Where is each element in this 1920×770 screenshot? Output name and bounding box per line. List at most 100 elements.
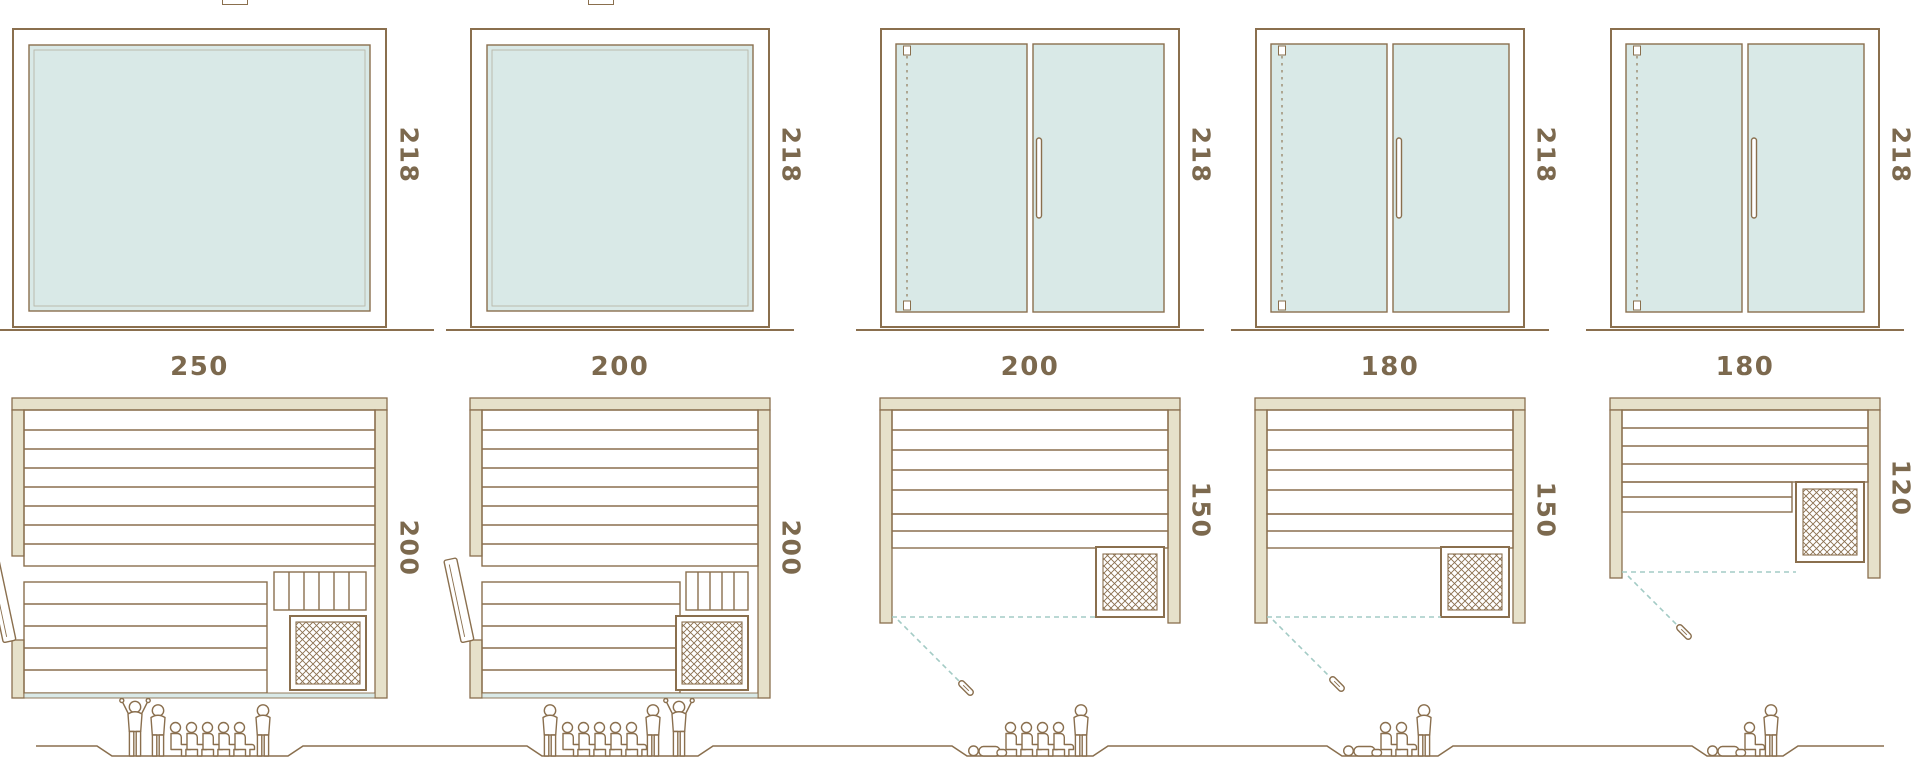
width-dimension-label: 180: [1360, 352, 1420, 382]
upper-bench: [1621, 409, 1869, 483]
person-icon-reclining: [968, 745, 1008, 757]
depth-dimension-label: 200: [394, 519, 424, 577]
glass-panel: [486, 44, 754, 312]
door-handle-glyph: [1676, 624, 1692, 640]
heater: [1440, 546, 1510, 618]
person-icon-arms-up: [119, 697, 151, 757]
person-icon-standing: [150, 704, 166, 757]
lower-bench: [481, 581, 681, 694]
door-glass-right: [1747, 43, 1865, 313]
front-elevation-double-door: [880, 28, 1180, 328]
heater: [289, 615, 367, 691]
open-side-door: [443, 557, 475, 644]
person-icon-reclining: [1706, 745, 1747, 757]
floor-line: [0, 329, 434, 331]
capacity-strip: [36, 697, 1884, 757]
door-handle-glyph: [1329, 676, 1345, 692]
person-icon-sitting: [233, 721, 256, 757]
plan-walls: [1609, 397, 1881, 579]
person-icon-standing: [1763, 704, 1779, 757]
person-icon-sitting: [1052, 721, 1075, 757]
person-icon-standing: [645, 704, 661, 757]
floor-plan: [0, 397, 388, 699]
person-icon-reclining: [1342, 745, 1383, 757]
door-handle-icon: [1035, 137, 1043, 219]
door-glass-left: [1270, 43, 1388, 313]
person-icon-standing: [542, 704, 558, 757]
door-handle-icon: [1395, 137, 1403, 219]
ground-line: [36, 745, 1884, 757]
person-icon-standing: [1073, 704, 1089, 757]
floor-plan: [443, 397, 771, 699]
front-elevation-fixed-glass: [470, 28, 770, 328]
heater: [675, 615, 749, 691]
width-dimension-label: 180: [1715, 352, 1775, 382]
capacity-group-4: [1342, 704, 1432, 757]
person-icon-sitting: [625, 721, 648, 757]
person-icon-sitting: [1395, 721, 1418, 757]
floor-plan: [1609, 397, 1881, 640]
front-elevation-double-door: [1610, 28, 1880, 328]
door-swing-dash: [897, 619, 963, 685]
upper-bench: [481, 409, 759, 567]
slat-bench: [685, 571, 749, 611]
capacity-group-3: [968, 704, 1089, 757]
hinge-icon: [1278, 300, 1286, 311]
hinge-icon: [1633, 300, 1641, 311]
glass-panel: [28, 44, 371, 312]
step-bench: [1266, 513, 1514, 549]
capacity-group-2: [542, 697, 695, 757]
plan-walls: [879, 397, 1181, 624]
height-dimension-label: 218: [1886, 126, 1916, 184]
door-swing-dash: [1272, 619, 1334, 681]
upper-bench: [23, 409, 376, 567]
door-swing-dash: [1627, 575, 1681, 629]
depth-dimension-label: 200: [776, 519, 806, 577]
width-dimension-label: 250: [170, 352, 229, 382]
person-icon-standing: [1416, 704, 1432, 757]
floor-line: [856, 329, 1204, 331]
open-side-door: [0, 557, 17, 644]
floor-line: [1586, 329, 1904, 331]
depth-dimension-label: 120: [1886, 459, 1916, 517]
height-dimension-label: 218: [1186, 126, 1216, 184]
width-dimension-label: 200: [1000, 352, 1060, 382]
step-bench: [1621, 481, 1793, 513]
floor-plan: [879, 397, 1181, 696]
width-dimension-label: 200: [590, 352, 650, 382]
hinge-icon: [1278, 45, 1286, 56]
floor-plan: [1254, 397, 1526, 692]
capacity-group-1: [119, 697, 271, 757]
cropped-top-mark: [222, 0, 248, 5]
hinge-icon: [903, 300, 911, 311]
floor-line: [446, 329, 794, 331]
front-elevation-fixed-glass: [12, 28, 387, 328]
door-handle-glyph: [958, 680, 974, 696]
plan-walls: [11, 397, 388, 699]
hinge-icon: [1633, 45, 1641, 56]
depth-dimension-label: 150: [1186, 481, 1216, 539]
door-glass-left: [1625, 43, 1743, 313]
upper-bench: [891, 409, 1169, 515]
hinge-icon: [903, 45, 911, 56]
floor-line: [1231, 329, 1549, 331]
front-elevation-double-door: [1255, 28, 1525, 328]
person-icon-arms-up: [663, 697, 695, 757]
height-dimension-label: 218: [776, 126, 806, 184]
step-bench: [891, 513, 1169, 549]
person-icon-standing: [255, 704, 271, 757]
glass-front: [481, 692, 759, 699]
person-icon-sitting: [1743, 721, 1766, 757]
door-glass-left: [895, 43, 1028, 313]
height-dimension-label: 218: [394, 126, 424, 184]
height-dimension-label: 218: [1531, 126, 1561, 184]
slat-bench: [273, 571, 367, 611]
upper-bench: [1266, 409, 1514, 515]
door-glass-right: [1032, 43, 1165, 313]
lower-bench: [23, 581, 268, 694]
door-glass-right: [1392, 43, 1510, 313]
heater: [1095, 546, 1165, 618]
glass-front: [23, 692, 376, 699]
door-handle-icon: [1750, 137, 1758, 219]
